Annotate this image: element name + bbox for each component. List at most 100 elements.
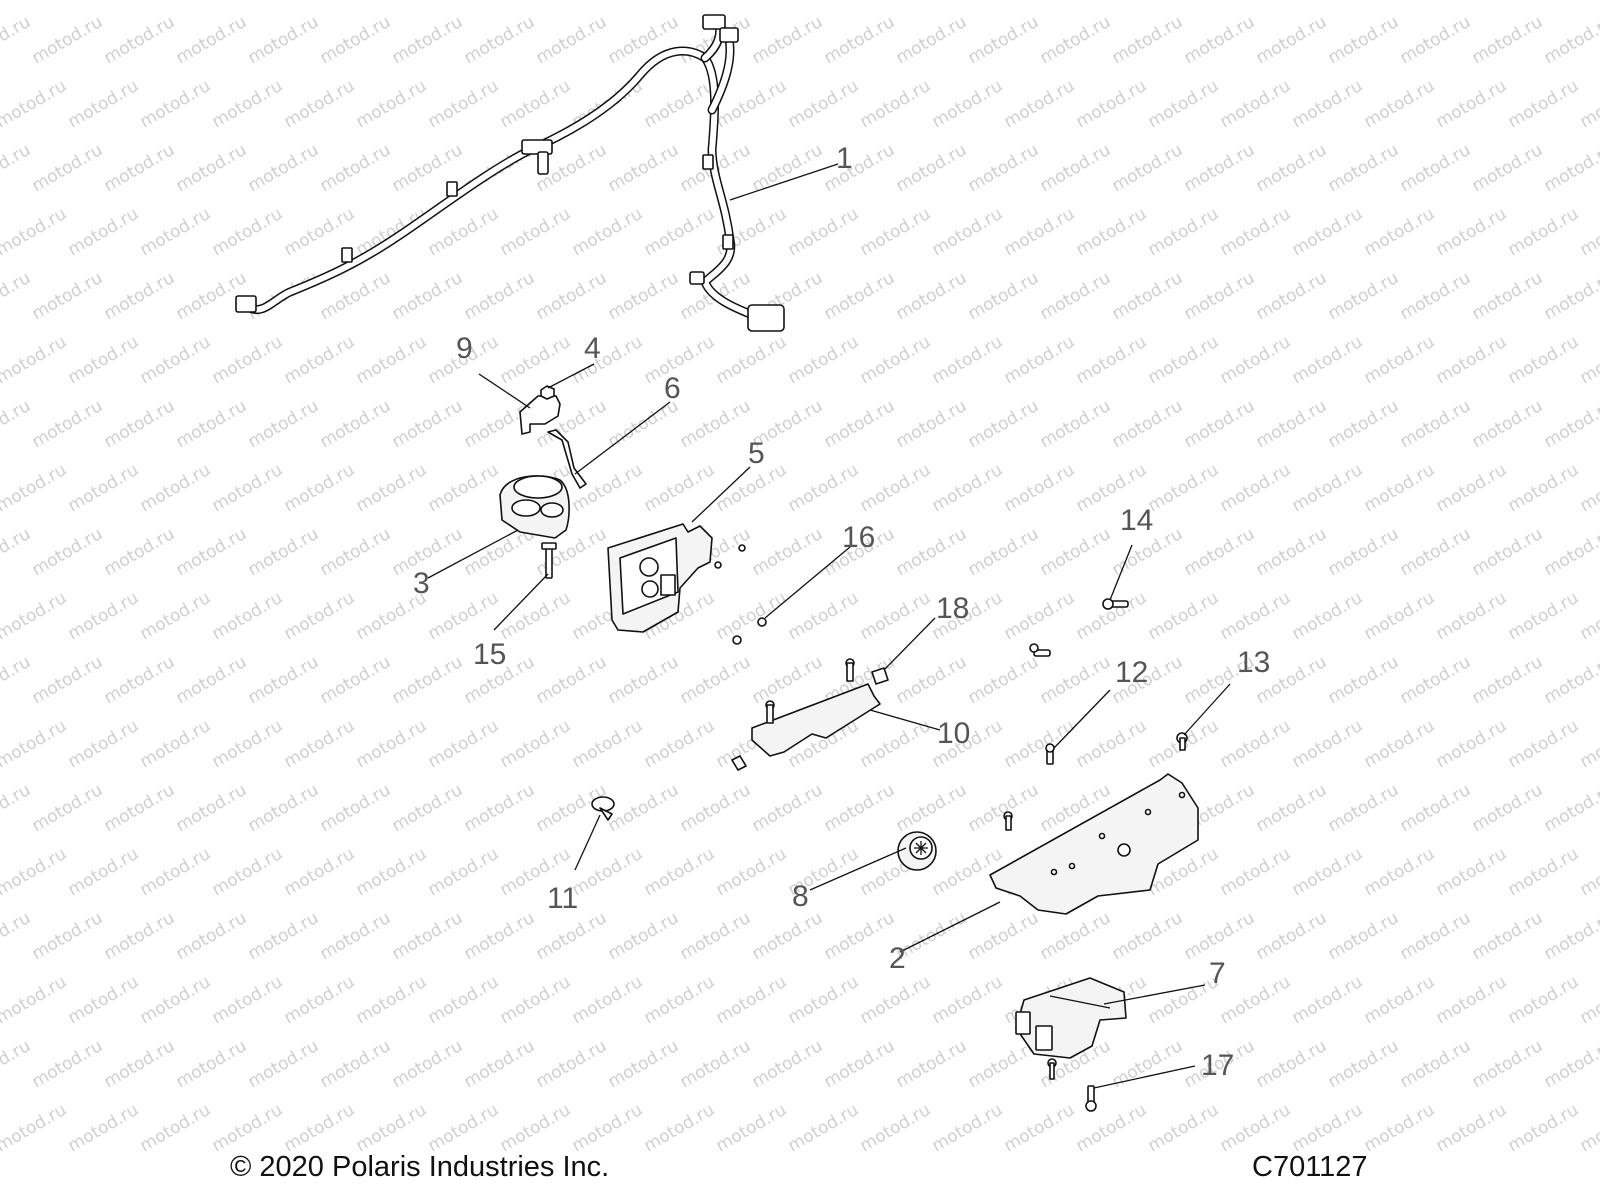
clip-nut [871, 667, 889, 685]
watermark: motod.ru [1469, 1036, 1547, 1092]
watermark: motod.ru [209, 204, 287, 260]
watermark: motod.ru [749, 140, 827, 196]
watermark: motod.ru [209, 588, 287, 644]
watermark: motod.ru [1109, 12, 1187, 68]
watermark: motod.ru [1109, 268, 1187, 324]
watermark: motod.ru [1541, 1036, 1600, 1092]
callout-4: 4 [584, 332, 601, 365]
watermark: motod.ru [1397, 780, 1475, 836]
watermark: motod.ru [929, 204, 1007, 260]
watermark: motod.ru [0, 716, 70, 772]
watermark: motod.ru [209, 972, 287, 1028]
watermark: motod.ru [1505, 76, 1583, 132]
watermark: motod.ru [569, 972, 647, 1028]
watermark: motod.ru [1217, 716, 1295, 772]
watermark: motod.ru [1037, 908, 1115, 964]
watermark: motod.ru [965, 140, 1043, 196]
watermark: motod.ru [857, 588, 935, 644]
watermark: motod.ru [281, 0, 359, 4]
watermark: motod.ru [1541, 12, 1600, 68]
watermark: motod.ru [1217, 460, 1295, 516]
watermark: motod.ru [1289, 844, 1367, 900]
screw-small [732, 617, 767, 645]
watermark: motod.ru [1361, 76, 1439, 132]
watermark: motod.ru [281, 844, 359, 900]
watermark: motod.ru [173, 140, 251, 196]
watermark: motod.ru [821, 140, 899, 196]
watermark: motod.ru [1325, 652, 1403, 708]
watermark: motod.ru [605, 140, 683, 196]
watermark: motod.ru [1217, 588, 1295, 644]
watermark: motod.ru [0, 460, 70, 516]
watermark: motod.ru [1253, 908, 1331, 964]
watermark: motod.ru [497, 204, 575, 260]
watermark: motod.ru [389, 780, 467, 836]
voltage-regulator [1015, 977, 1127, 1080]
watermark: motod.ru [0, 1036, 34, 1092]
watermark: motod.ru [749, 908, 827, 964]
watermark: motod.ru [0, 76, 70, 132]
watermark: motod.ru [1109, 140, 1187, 196]
watermark: motod.ru [1181, 12, 1259, 68]
watermark: motod.ru [1217, 0, 1295, 4]
watermark: motod.ru [281, 588, 359, 644]
watermark: motod.ru [605, 12, 683, 68]
watermark: motod.ru [1073, 76, 1151, 132]
watermark: motod.ru [1109, 1036, 1187, 1092]
watermark: motod.ru [137, 972, 215, 1028]
watermark: motod.ru [1037, 652, 1115, 708]
watermark: motod.ru [0, 588, 70, 644]
callout-5: 5 [748, 437, 765, 470]
watermark: motod.ru [641, 1100, 719, 1156]
mounting-plate [731, 658, 881, 771]
watermark: motod.ru [1541, 268, 1600, 324]
watermark: motod.ru [497, 972, 575, 1028]
watermark: motod.ru [29, 268, 107, 324]
callout-1: 1 [836, 142, 853, 175]
watermark: motod.ru [1217, 972, 1295, 1028]
callout-labels: 1 2 3 4 5 6 7 8 9 10 11 12 13 14 15 16 1… [413, 142, 1270, 1082]
watermark: motod.ru [29, 780, 107, 836]
watermark: motod.ru [353, 716, 431, 772]
watermark: motod.ru [137, 0, 215, 4]
watermark: motod.ru [65, 972, 143, 1028]
watermark: motod.ru [353, 76, 431, 132]
watermark: motod.ru [785, 76, 863, 132]
watermark: motod.ru [1037, 268, 1115, 324]
watermark: motod.ru [0, 140, 34, 196]
watermark: motod.ru [1433, 0, 1511, 4]
watermark: motod.ru [1289, 716, 1367, 772]
watermark: motod.ru [1505, 460, 1583, 516]
watermark: motod.ru [1325, 268, 1403, 324]
watermark: motod.ru [1469, 780, 1547, 836]
callout-14: 14 [1120, 504, 1153, 537]
watermark: motod.ru [1361, 204, 1439, 260]
ignition-coil [499, 475, 570, 539]
watermark: motod.ru [1433, 588, 1511, 644]
watermark: motod.ru [929, 76, 1007, 132]
watermark: motod.ru [1577, 76, 1600, 132]
watermark: motod.ru [353, 332, 431, 388]
watermark: motod.ru [1325, 524, 1403, 580]
watermark: motod.ru [173, 1036, 251, 1092]
watermark: motod.ru [929, 460, 1007, 516]
watermark: motod.ru [893, 652, 971, 708]
watermark: motod.ru [1433, 716, 1511, 772]
watermark: motod.ru [317, 652, 395, 708]
watermark: motod.ru [353, 972, 431, 1028]
callout-17-18: 18 [936, 592, 969, 625]
watermark: motod.ru [1433, 76, 1511, 132]
watermark: motod.ru [29, 524, 107, 580]
watermark: motod.ru [1541, 140, 1600, 196]
watermark: motod.ru [0, 12, 34, 68]
watermark: motod.ru [641, 76, 719, 132]
watermark: motod.ru [101, 140, 179, 196]
watermark: motod.ru [1361, 460, 1439, 516]
watermark: motod.ru [317, 1036, 395, 1092]
watermark: motod.ru [821, 780, 899, 836]
watermark: motod.ru [1289, 204, 1367, 260]
watermark: motod.ru [1253, 524, 1331, 580]
watermark: motod.ru [965, 908, 1043, 964]
engine-control-unit [607, 523, 746, 633]
bolt [1029, 598, 1129, 657]
